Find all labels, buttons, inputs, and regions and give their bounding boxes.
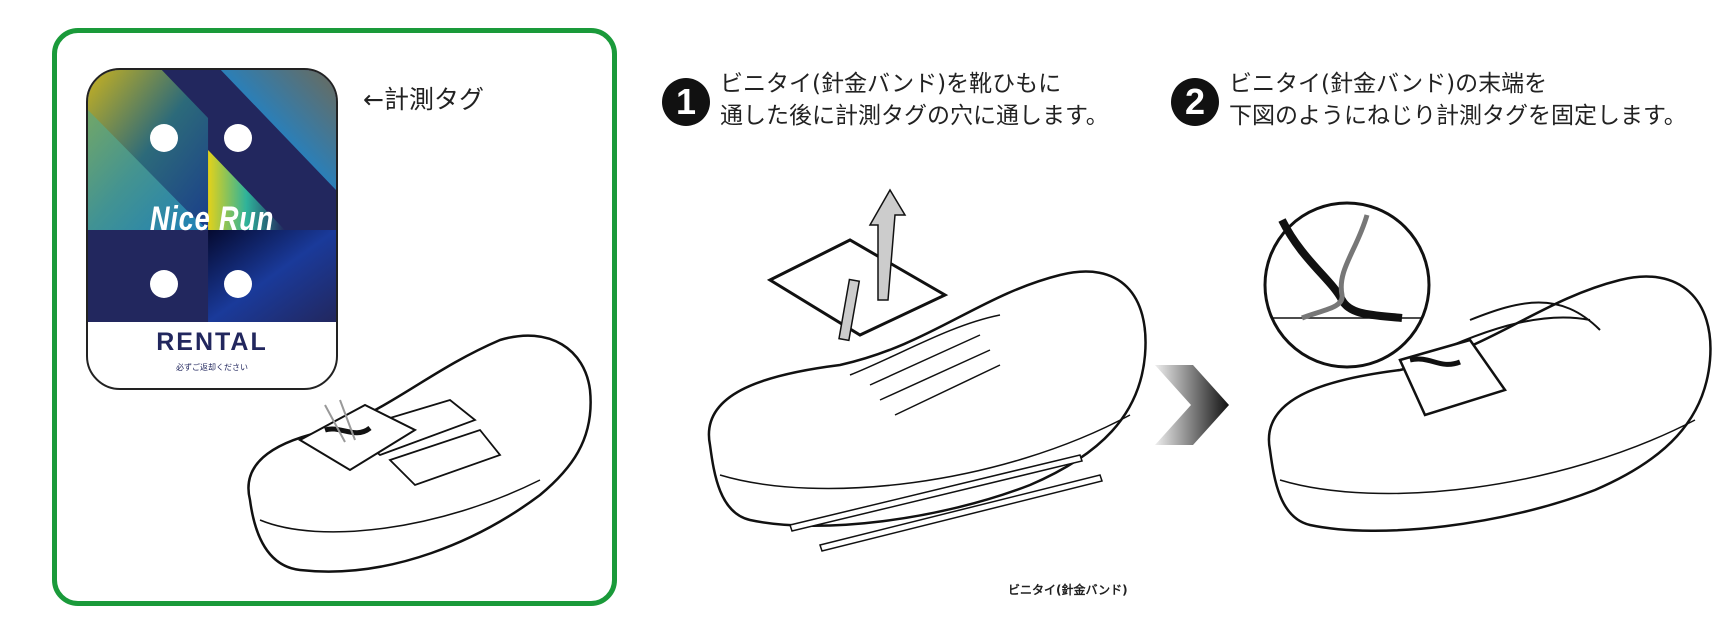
step-2-number: 2 [1171,78,1219,126]
step-1-number: 1 [662,78,710,126]
tag-note: 必ずご返却ください [176,363,248,372]
shoe-illustration-step-1 [707,188,1147,552]
tag-hole [224,270,252,298]
tag-hole [150,270,178,298]
tag-hole [224,124,252,152]
step-2-line-2: 下図のようにねじり計測タグを固定します。 [1229,103,1687,129]
tag-artwork [88,70,336,322]
step-2-line-1: ビニタイ(針金バンド)の末端を [1229,71,1548,97]
tag-brand: Nice Run [149,200,275,238]
next-arrow-icon [1155,365,1229,445]
shoe-illustration-step-2 [1267,275,1712,533]
example-panel [52,28,617,606]
tag-hole [150,124,178,152]
step-2-instruction: ビニタイ(針金バンド)の末端を 下図のようにねじり計測タグを固定します。 [1229,68,1687,132]
shoe-illustration-example [247,334,592,573]
step-1-line-2: 通した後に計測タグの穴に通します。 [720,103,1109,129]
tag-callout: ←計測タグ [363,85,484,114]
step-1-line-1: ビニタイ(針金バンド)を靴ひもに [720,71,1062,97]
tag-rental: RENTAL [156,328,268,356]
band-label: ビニタイ(針金バンド) [1008,583,1128,597]
step-1-instruction: ビニタイ(針金バンド)を靴ひもに 通した後に計測タグの穴に通します。 [720,68,1109,132]
measurement-tag: Nice Run RENTAL 必ずご返却ください [86,68,338,390]
detail-zoom-circle [1263,201,1431,369]
